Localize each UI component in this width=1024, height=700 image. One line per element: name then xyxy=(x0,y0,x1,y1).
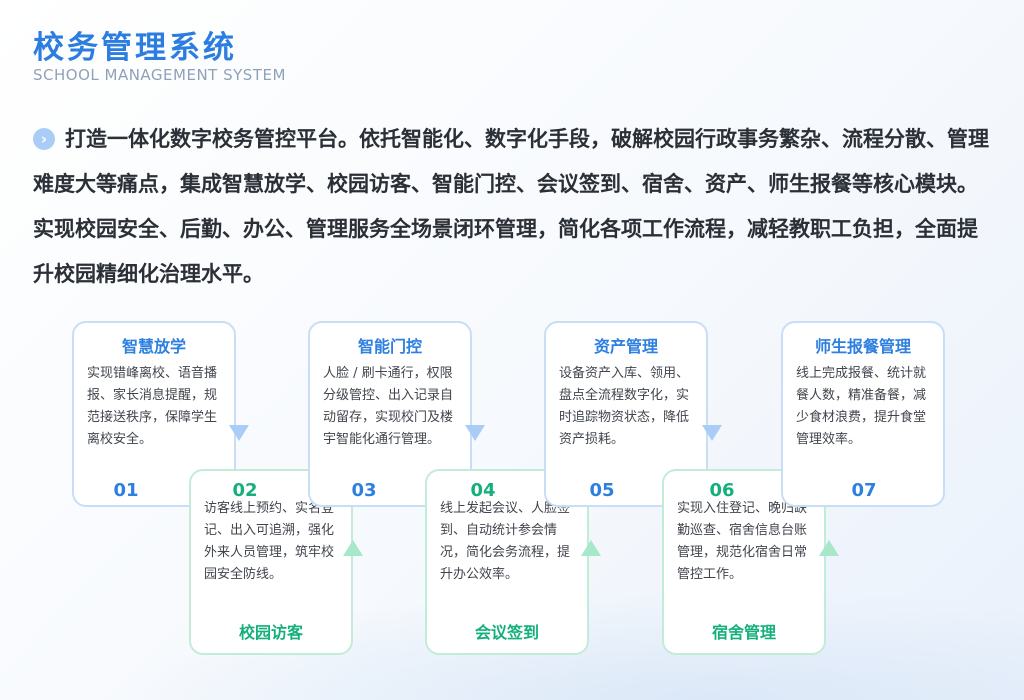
module-card-07: 师生报餐管理 线上完成报餐、统计就餐人数，精准备餐，减少食材浪费，提升食堂管理效… xyxy=(781,321,945,507)
module-description: 人脸 / 刷卡通行，权限分级管控、出入记录自动留存，实现校门及楼宇智能化通行管理… xyxy=(323,366,454,447)
module-title: 智慧放学 xyxy=(121,337,186,356)
module-number: 03 xyxy=(351,480,377,501)
module-number: 01 xyxy=(113,480,139,501)
module-number: 05 xyxy=(589,480,615,501)
module-description: 实现错峰离校、语音播报、家长消息提醒，规范接送秩序，保障学生离校安全。 xyxy=(87,366,218,447)
module-description: 线上发起会议、人脸签到、自动统计参会情况，简化会务流程，提升办公效率。 xyxy=(440,501,571,582)
arrow-down-icon xyxy=(702,425,722,441)
module-number: 02 xyxy=(232,480,258,501)
arrow-up-icon xyxy=(581,540,601,556)
intro-paragraph: ›打造一体化数字校务管控平台。依托智能化、数字化手段，破解校园行政事务繁杂、流程… xyxy=(33,117,998,297)
module-description: 实现入住登记、晚归缺勤巡查、宿舍信息台账管理，规范化宿舍日常管控工作。 xyxy=(677,501,808,582)
module-card-01: 智慧放学 实现错峰离校、语音播报、家长消息提醒，规范接送秩序，保障学生离校安全。 xyxy=(72,321,236,507)
page-title: 校务管理系统 xyxy=(33,30,237,66)
intro-text: 打造一体化数字校务管控平台。依托智能化、数字化手段，破解校园行政事务繁杂、流程分… xyxy=(33,127,989,286)
arrow-down-icon xyxy=(465,425,485,441)
module-number: 07 xyxy=(851,480,877,501)
module-description: 线上完成报餐、统计就餐人数，精准备餐，减少食材浪费，提升食堂管理效率。 xyxy=(796,366,927,447)
module-title: 会议签到 xyxy=(474,623,539,642)
arrow-up-icon xyxy=(819,540,839,556)
module-title: 资产管理 xyxy=(593,337,658,356)
page-subtitle: SCHOOL MANAGEMENT SYSTEM xyxy=(33,66,286,84)
module-description: 访客线上预约、实名登记、出入可追溯，强化外来人员管理，筑牢校园安全防线。 xyxy=(204,501,335,582)
module-card-03: 智能门控 人脸 / 刷卡通行，权限分级管控、出入记录自动留存，实现校门及楼宇智能… xyxy=(308,321,472,507)
module-title: 校园访客 xyxy=(238,623,303,642)
arrow-up-icon xyxy=(343,540,363,556)
module-title: 师生报餐管理 xyxy=(814,337,911,356)
module-number: 04 xyxy=(470,480,496,501)
arrow-down-icon xyxy=(229,425,249,441)
module-number: 06 xyxy=(709,480,735,501)
module-description: 设备资产入库、领用、盘点全流程数字化，实时追踪物资状态，降低资产损耗。 xyxy=(559,366,690,447)
module-title: 智能门控 xyxy=(357,337,422,356)
module-title: 宿舍管理 xyxy=(711,623,776,642)
chevron-right-icon: › xyxy=(33,128,55,150)
